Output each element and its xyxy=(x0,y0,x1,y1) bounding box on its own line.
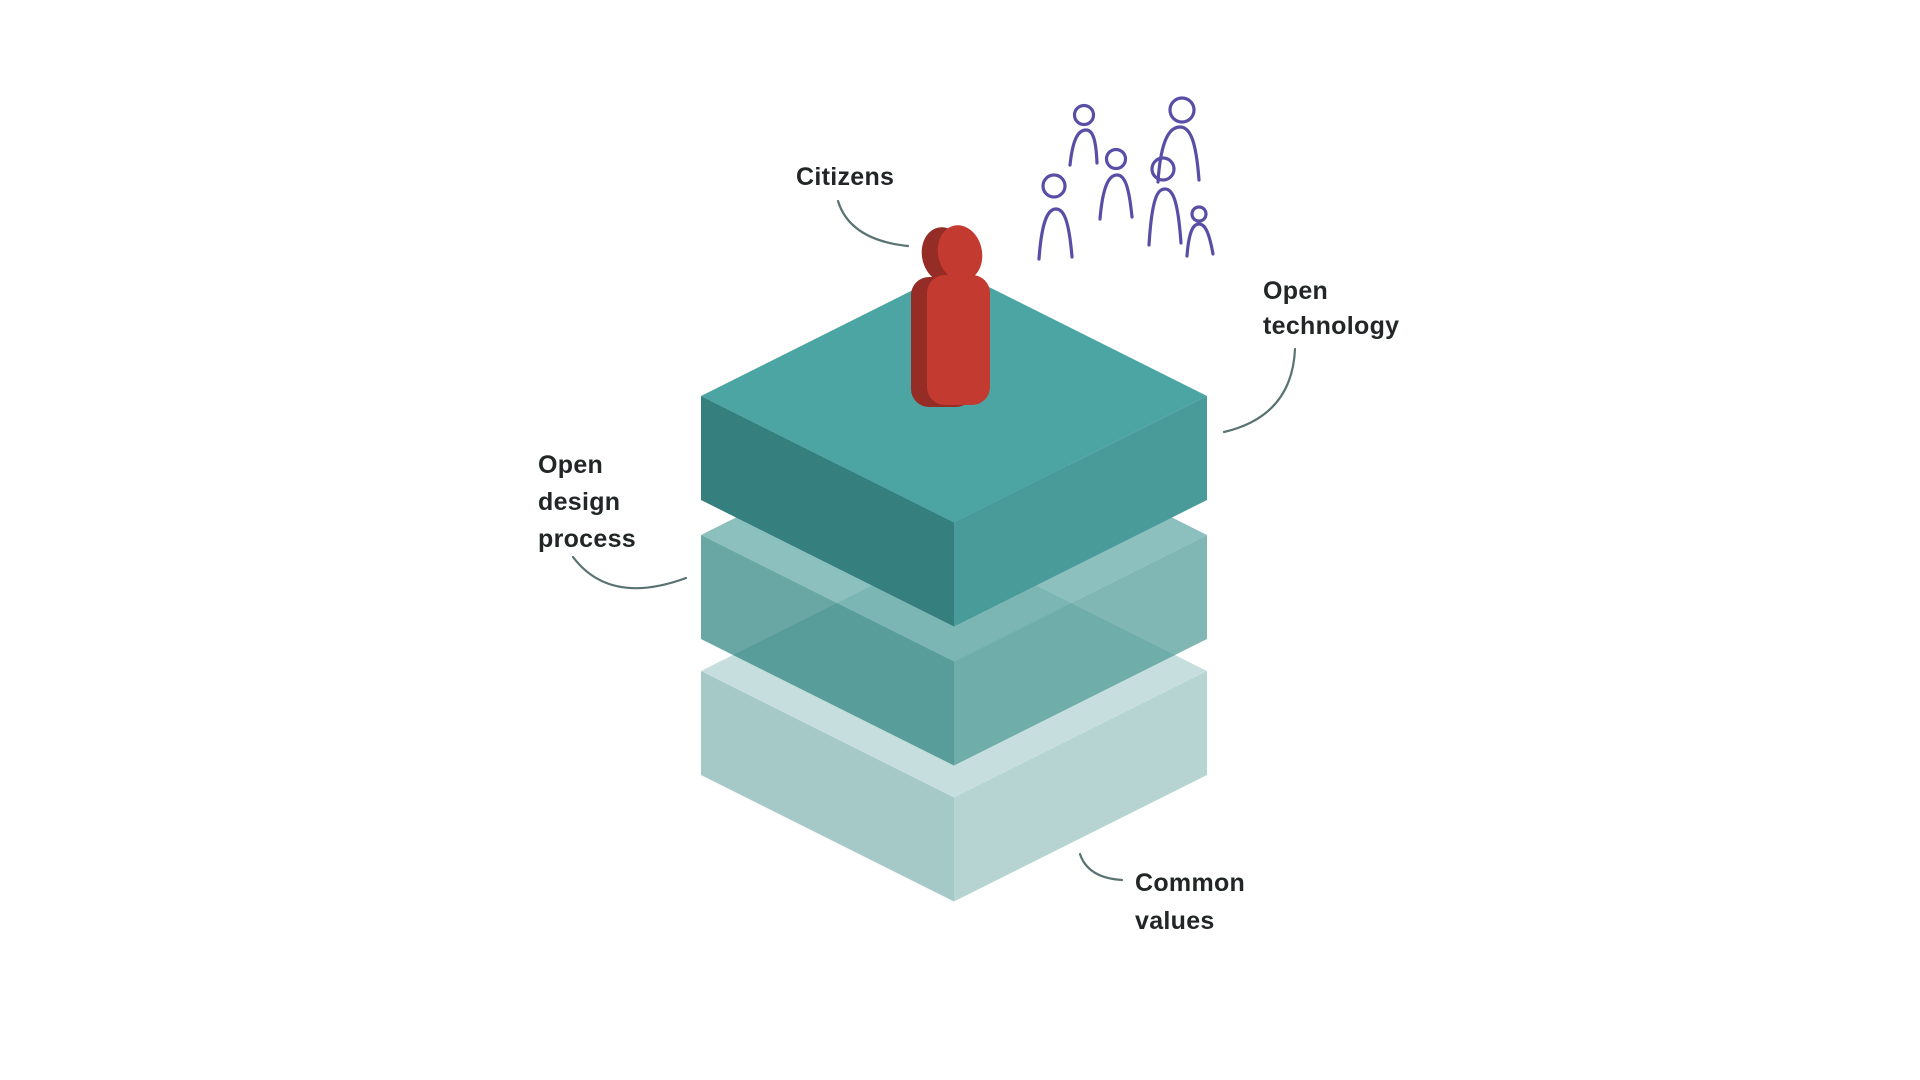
common-values-label: Common values xyxy=(1135,864,1245,940)
open-design-label-line3: process xyxy=(538,525,636,553)
sketch-person-5-body xyxy=(1037,207,1074,261)
open-design-right-face xyxy=(954,535,1207,766)
sketch-person-4 xyxy=(1147,156,1183,247)
connector-open-technology xyxy=(1222,347,1297,434)
open-technology-label-line1: Open xyxy=(1263,277,1329,305)
sketch-person-2-head xyxy=(1104,147,1128,171)
sketch-person-4-body xyxy=(1147,187,1183,247)
sketch-person-4-head xyxy=(1150,156,1176,182)
open-technology-label-line2: technology xyxy=(1263,312,1400,340)
open-technology-right-face xyxy=(954,396,1207,627)
sketch-person-3 xyxy=(1156,96,1201,184)
open-technology-left-face xyxy=(701,396,954,627)
connector-common-values xyxy=(1078,852,1124,882)
common-values-right-face xyxy=(954,671,1207,902)
citizens-label: Citizens xyxy=(796,162,894,192)
citizen-head xyxy=(937,225,983,281)
common-values-label-line2: values xyxy=(1135,907,1215,935)
sketch-person-2-body xyxy=(1098,173,1134,221)
open-design-process-label: Open design process xyxy=(538,447,636,558)
sketch-person-6 xyxy=(1185,205,1215,258)
sketch-person-6-body xyxy=(1185,222,1215,258)
citizen-figure xyxy=(911,225,990,407)
sketch-person-1-body xyxy=(1068,128,1099,167)
connector-lines xyxy=(571,199,1297,882)
open-design-left-face xyxy=(701,535,954,766)
sketch-person-5 xyxy=(1037,173,1074,261)
connector-citizens xyxy=(836,199,910,248)
citizens-label-text: Citizens xyxy=(796,163,895,191)
crowd-sketch xyxy=(1037,96,1215,261)
citizen-figure-front xyxy=(927,225,990,405)
sketch-person-2 xyxy=(1098,147,1134,221)
common-values-label-line1: Common xyxy=(1135,869,1246,897)
sketch-person-1 xyxy=(1068,103,1099,167)
open-design-label-line2: design xyxy=(538,488,621,516)
open-design-label-line1: Open xyxy=(538,451,604,479)
sketch-person-5-head xyxy=(1041,173,1067,199)
sketch-person-3-body xyxy=(1156,125,1201,184)
common-values-left-face xyxy=(701,671,954,902)
connector-open-design-process xyxy=(571,555,688,590)
sketch-person-1-head xyxy=(1072,103,1096,127)
citizen-body xyxy=(927,275,990,405)
open-technology-label: Open technology xyxy=(1263,274,1399,344)
sketch-person-3-head xyxy=(1168,96,1196,124)
sketch-person-6-head xyxy=(1190,205,1208,223)
